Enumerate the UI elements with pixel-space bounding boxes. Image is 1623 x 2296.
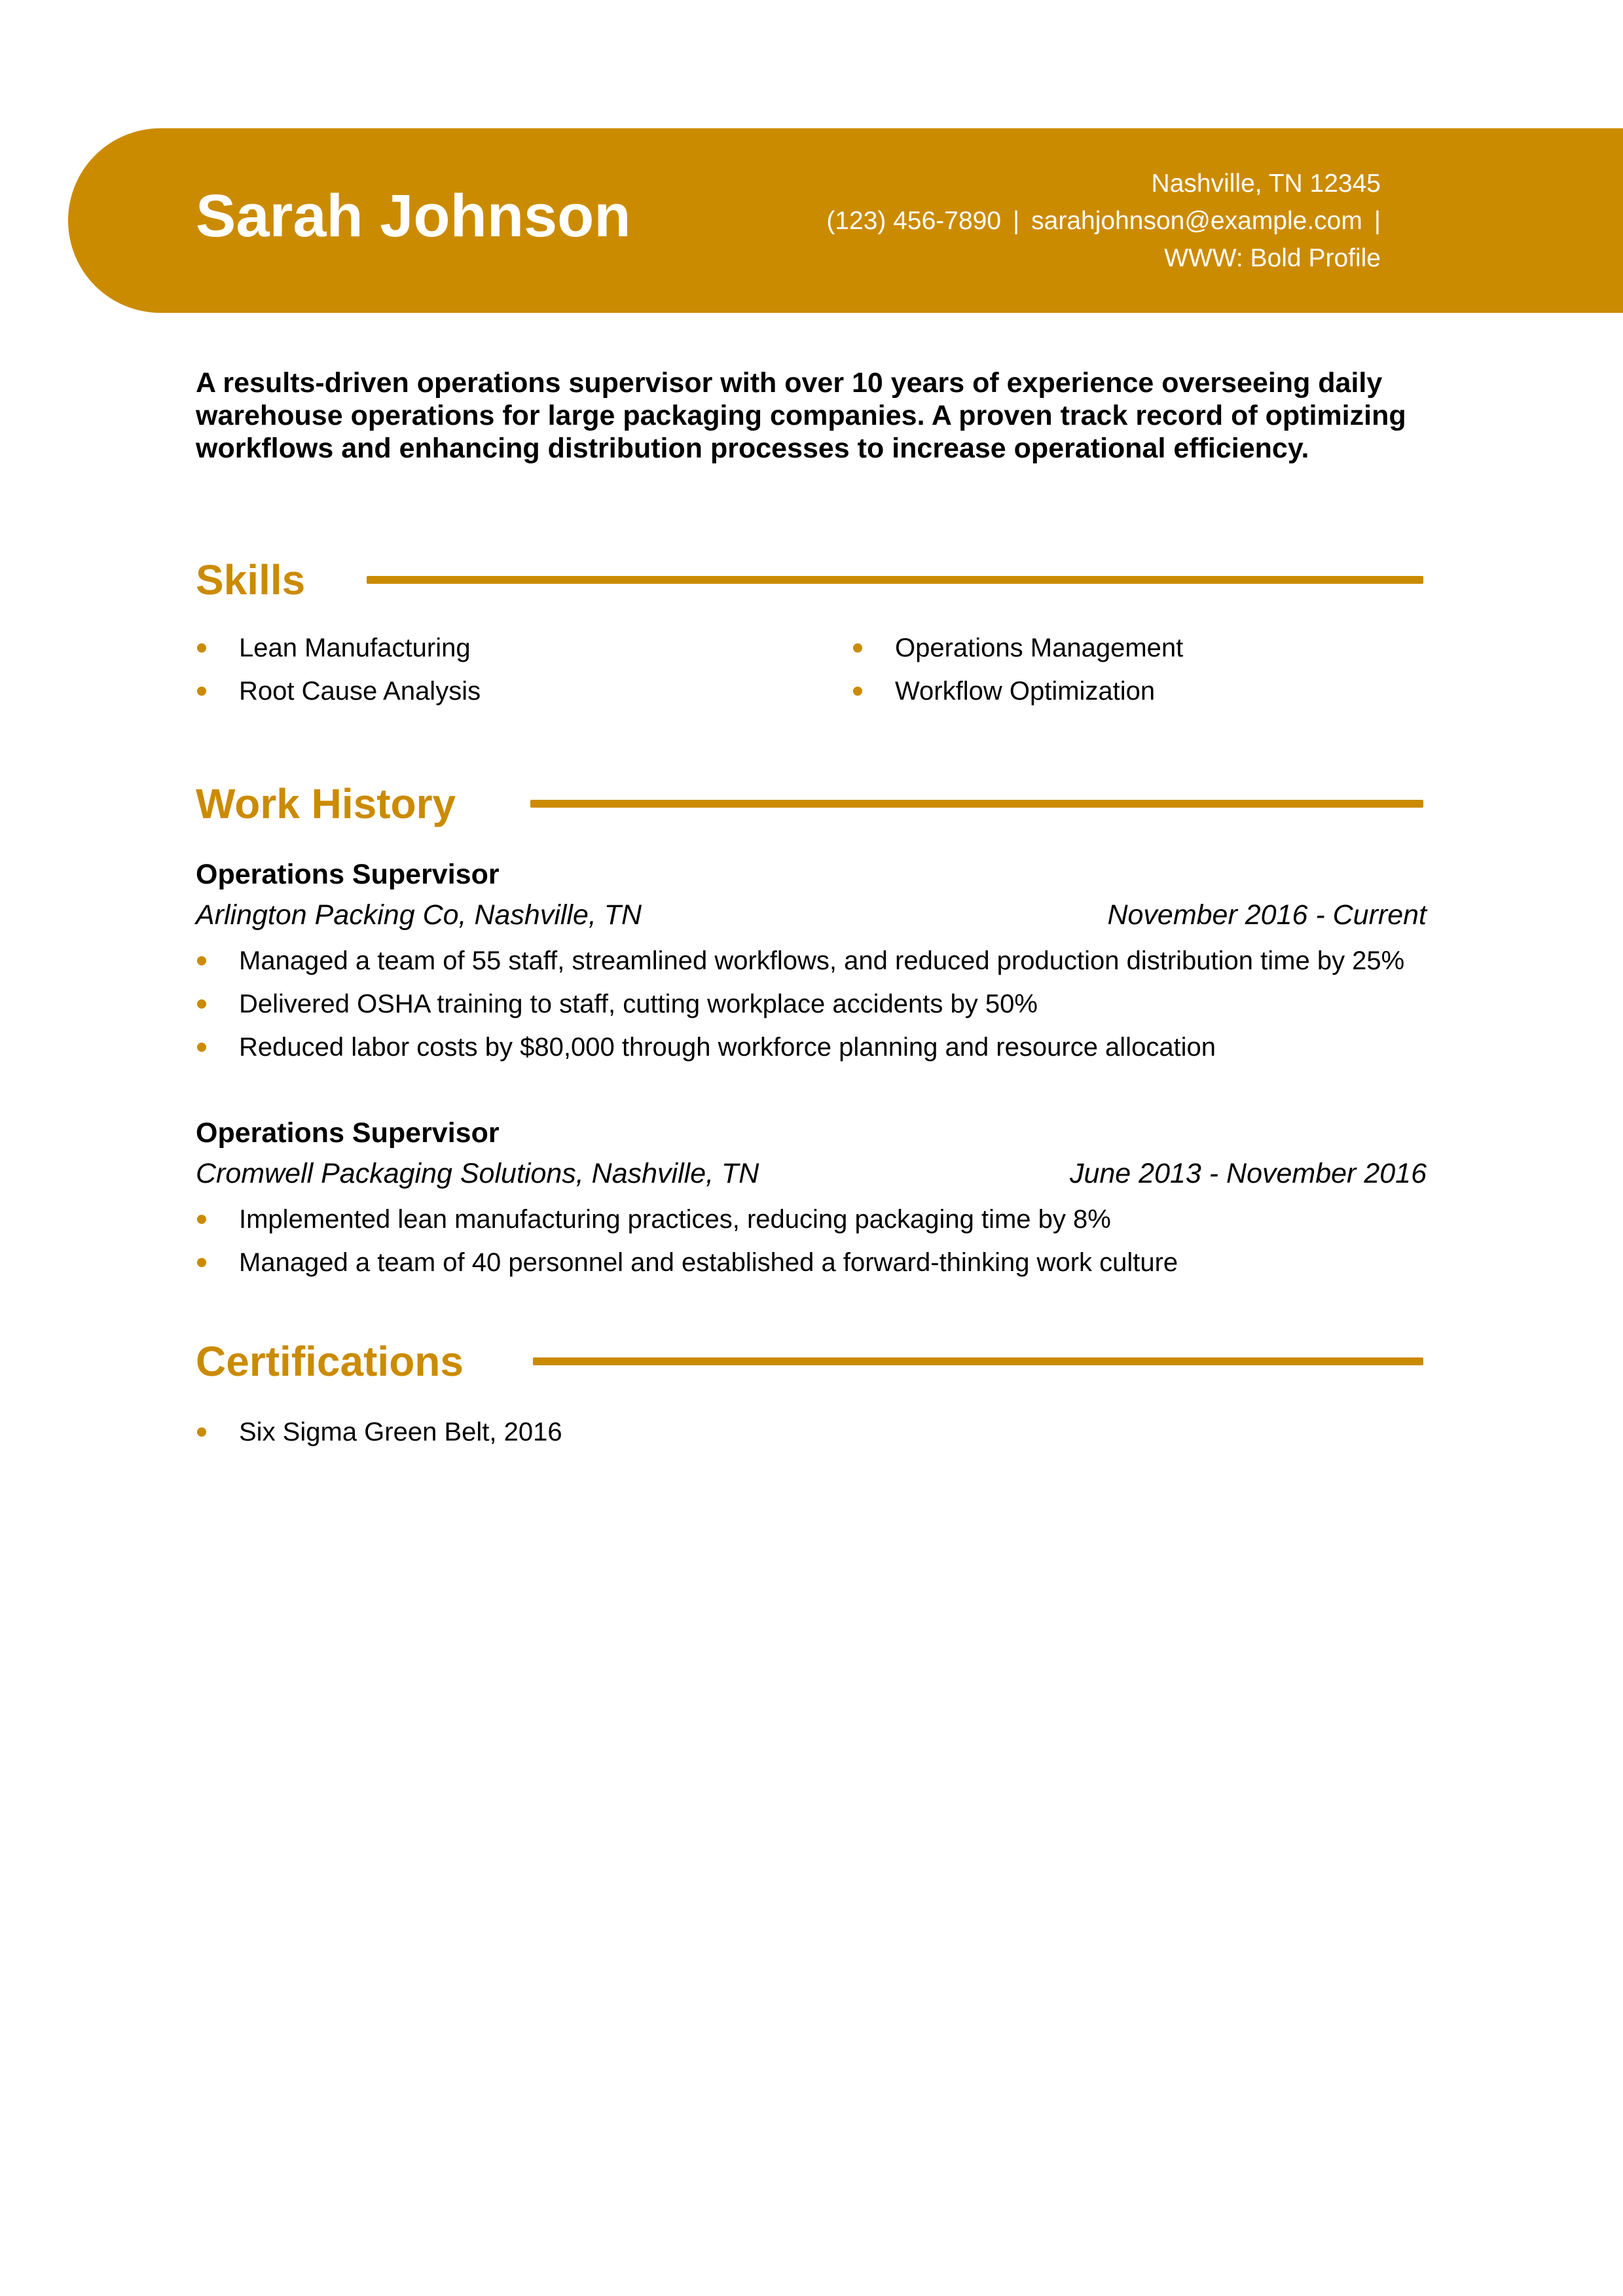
job-title: Operations Supervisor <box>196 1117 500 1149</box>
phone[interactable]: (123) 456-7890 <box>826 207 1002 235</box>
address: Nashville, TN 12345 <box>1151 170 1381 198</box>
skill-item: Lean Manufacturing <box>196 634 785 662</box>
separator: | <box>1374 207 1381 235</box>
job-bullet: Reduced labor costs by $80,000 through w… <box>196 1033 1427 1062</box>
company-location: Arlington Packing Co, Nashville, TN <box>196 899 642 931</box>
email-link[interactable]: sarahjohnson@example.com <box>1031 207 1362 235</box>
job-bullets: Implemented lean manufacturing practices… <box>196 1205 1427 1277</box>
section-divider <box>530 800 1423 808</box>
company-location: Cromwell Packaging Solutions, Nashville,… <box>196 1158 759 1189</box>
job-entry: Operations Supervisor Arlington Packing … <box>196 856 1427 1076</box>
job-bullet: Managed a team of 40 personnel and estab… <box>196 1248 1427 1277</box>
job-title: Operations Supervisor <box>196 859 500 890</box>
candidate-name: Sarah Johnson <box>196 183 631 249</box>
job-entry: Operations Supervisor Cromwell Packaging… <box>196 1115 1427 1291</box>
phone-email-line: (123) 456-7890 | sarahjohnson@example.com | <box>826 202 1381 240</box>
skills-list-left: Lean Manufacturing Root Cause Analysis <box>196 634 785 720</box>
section-title-skills: Skills <box>196 556 306 603</box>
section-title-work-history: Work History <box>196 780 456 827</box>
website-link[interactable]: WWW: Bold Profile <box>1164 244 1381 272</box>
job-dates: November 2016 - Current <box>1107 899 1427 931</box>
job-dates: June 2013 - November 2016 <box>1069 1158 1427 1189</box>
job-bullet: Delivered OSHA training to staff, cuttin… <box>196 990 1427 1018</box>
skill-item: Root Cause Analysis <box>196 677 785 706</box>
skills-list-right: Operations Management Workflow Optimizat… <box>852 634 1441 720</box>
header-band <box>68 128 1623 313</box>
job-bullets: Managed a team of 55 staff, streamlined … <box>196 946 1427 1062</box>
certifications-list: Six Sigma Green Belt, 2016 <box>196 1418 1427 1446</box>
section-divider <box>367 576 1423 584</box>
job-bullet: Implemented lean manufacturing practices… <box>196 1205 1427 1234</box>
separator: | <box>1013 207 1020 235</box>
skill-item: Workflow Optimization <box>852 677 1441 706</box>
job-meta: Arlington Packing Co, Nashville, TN Nove… <box>196 897 1427 933</box>
certification-item: Six Sigma Green Belt, 2016 <box>196 1418 1427 1446</box>
job-meta: Cromwell Packaging Solutions, Nashville,… <box>196 1155 1427 1192</box>
job-bullet: Managed a team of 55 staff, streamlined … <box>196 946 1427 975</box>
skill-item: Operations Management <box>852 634 1441 662</box>
contact-info: Nashville, TN 12345 (123) 456-7890 | sarah… <box>826 165 1381 277</box>
section-title-certifications: Certifications <box>196 1338 464 1385</box>
professional-summary: A results-driven operations supervisor w… <box>196 367 1406 464</box>
section-divider <box>533 1357 1423 1365</box>
